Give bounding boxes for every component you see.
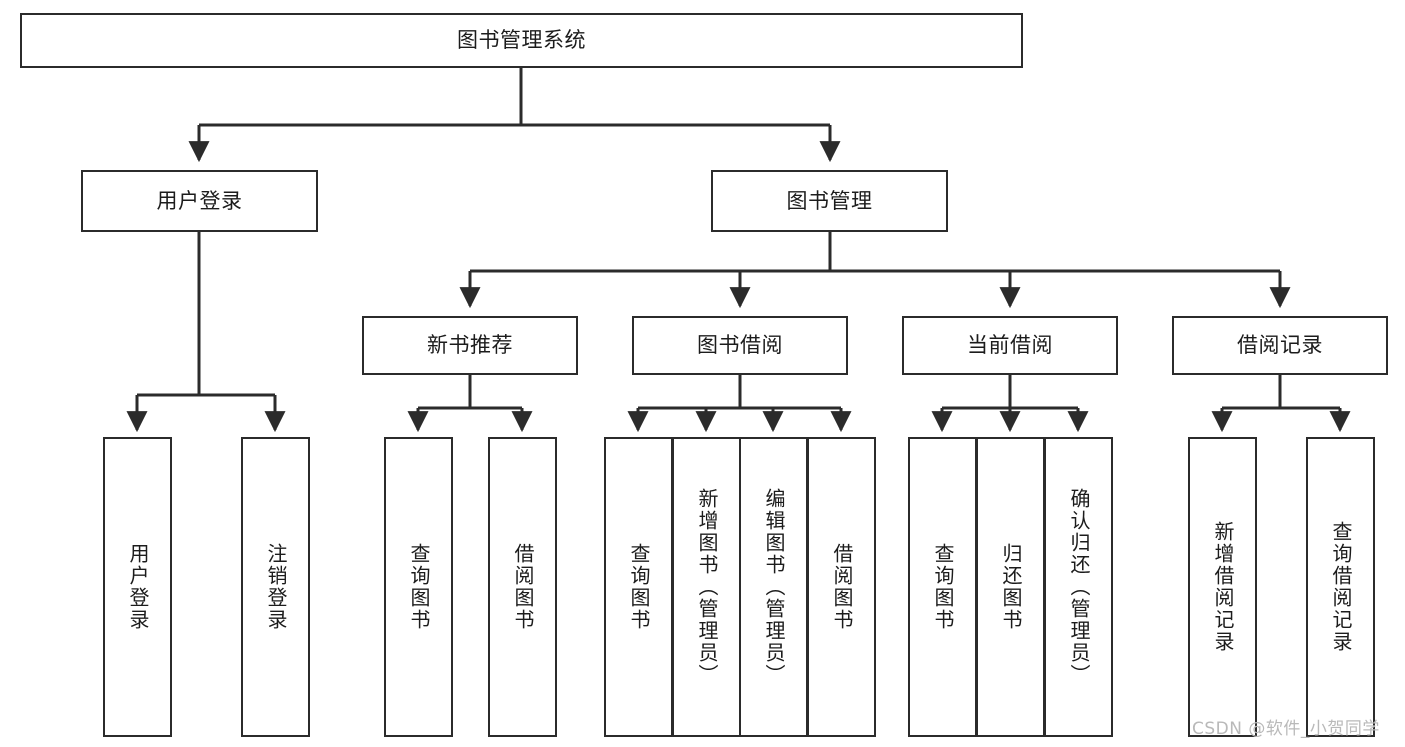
leaf-borrow-book-1-label: 借阅图书 xyxy=(511,543,535,631)
node-book-borrow[interactable]: 图书借阅 xyxy=(632,316,848,375)
leaf-return-book[interactable]: 归还图书 xyxy=(976,437,1045,737)
node-current-borrow[interactable]: 当前借阅 xyxy=(902,316,1118,375)
node-book-borrow-label: 图书借阅 xyxy=(697,333,783,358)
leaf-logout-login[interactable]: 注销登录 xyxy=(241,437,310,737)
node-borrow-record[interactable]: 借阅记录 xyxy=(1172,316,1388,375)
node-root[interactable]: 图书管理系统 xyxy=(20,13,1023,68)
leaf-query-book-2[interactable]: 查询图书 xyxy=(604,437,673,737)
node-current-borrow-label: 当前借阅 xyxy=(967,333,1053,358)
leaf-confirm-return-label: 确认归还（管理员） xyxy=(1067,488,1091,686)
leaf-logout-login-label: 注销登录 xyxy=(264,543,288,631)
leaf-user-login[interactable]: 用户登录 xyxy=(103,437,172,737)
leaf-add-book[interactable]: 新增图书（管理员） xyxy=(672,437,741,737)
leaf-query-book-1-label: 查询图书 xyxy=(407,543,431,631)
leaf-add-record-label: 新增借阅记录 xyxy=(1211,521,1235,653)
leaf-return-book-label: 归还图书 xyxy=(999,543,1023,631)
leaf-confirm-return[interactable]: 确认归还（管理员） xyxy=(1044,437,1113,737)
node-book-manage-label: 图书管理 xyxy=(786,188,873,213)
leaf-query-book-2-label: 查询图书 xyxy=(627,543,651,631)
node-new-book-recommend[interactable]: 新书推荐 xyxy=(362,316,578,375)
leaf-borrow-book-1[interactable]: 借阅图书 xyxy=(488,437,557,737)
leaf-user-login-label: 用户登录 xyxy=(126,543,150,631)
leaf-query-book-3-label: 查询图书 xyxy=(931,543,955,631)
leaf-add-book-label: 新增图书（管理员） xyxy=(695,488,719,686)
node-new-book-recommend-label: 新书推荐 xyxy=(427,333,513,358)
leaf-add-record[interactable]: 新增借阅记录 xyxy=(1188,437,1257,737)
node-borrow-record-label: 借阅记录 xyxy=(1237,333,1323,358)
node-book-manage[interactable]: 图书管理 xyxy=(711,170,948,232)
csdn-watermark: CSDN @软件_小贺同学 xyxy=(1192,719,1380,739)
node-user-login[interactable]: 用户登录 xyxy=(81,170,318,232)
leaf-edit-book-label: 编辑图书（管理员） xyxy=(762,488,786,686)
leaf-borrow-book-2-label: 借阅图书 xyxy=(830,543,854,631)
leaf-query-record[interactable]: 查询借阅记录 xyxy=(1306,437,1375,737)
node-user-login-label: 用户登录 xyxy=(156,188,243,213)
leaf-edit-book[interactable]: 编辑图书（管理员） xyxy=(739,437,808,737)
leaf-query-book-1[interactable]: 查询图书 xyxy=(384,437,453,737)
node-root-label: 图书管理系统 xyxy=(457,28,586,53)
leaf-query-record-label: 查询借阅记录 xyxy=(1329,521,1353,653)
leaf-borrow-book-2[interactable]: 借阅图书 xyxy=(807,437,876,737)
leaf-query-book-3[interactable]: 查询图书 xyxy=(908,437,977,737)
